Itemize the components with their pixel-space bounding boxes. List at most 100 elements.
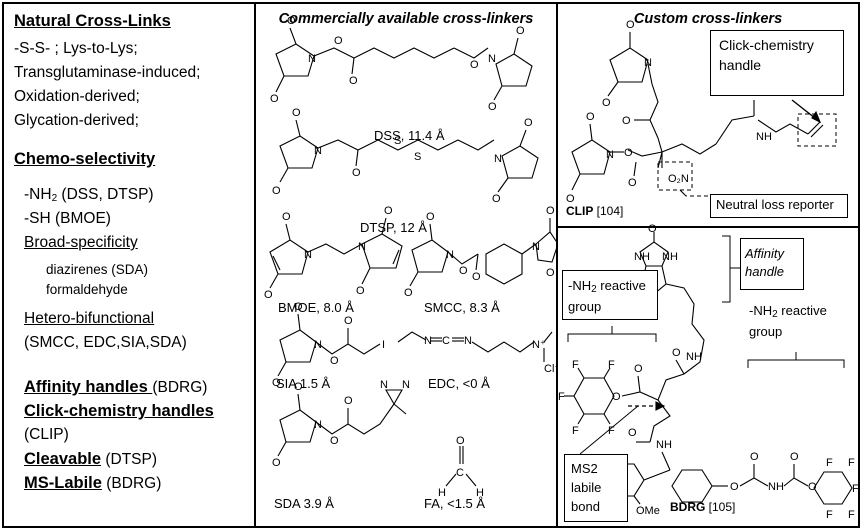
categories-panel: Natural Cross-Links -S-S- ; Lys-to-Lys; … [2, 2, 256, 528]
dss-label: DSS, 11.4 Å [374, 128, 445, 143]
atom-label: N [644, 57, 652, 69]
atom-label: F [572, 359, 579, 371]
nh2-line: -NH2 (DSS, DTSP) [24, 186, 154, 204]
atom-label: O [516, 25, 525, 37]
dtsp-structure: OO NO SS NO O [272, 107, 539, 205]
atom-label: F [848, 457, 855, 469]
atom-label: O [272, 377, 281, 389]
atom-label: OMe [636, 505, 660, 517]
atom-label: NH [768, 481, 784, 493]
atom-label: O [344, 315, 353, 327]
clip-name: CLIP [104] [566, 204, 624, 218]
atom-label: O [790, 451, 799, 463]
broad-item: diazirenes (SDA) [46, 262, 149, 277]
atom-label: O [634, 363, 643, 375]
atom-label: N [464, 335, 472, 347]
atom-label: O [264, 289, 273, 301]
atom-label: O [287, 15, 296, 27]
dtsp-label: DTSP, 12 Å [360, 220, 427, 235]
atom-label: S [394, 135, 401, 147]
atom-label: O [628, 427, 637, 439]
smcc-label: SMCC, 8.3 Å [424, 300, 500, 315]
atom-label: O [352, 167, 361, 179]
clip-structure: OO NO OO NO OO NH O₂N [566, 19, 837, 205]
natural-item: Oxidation-derived; [14, 88, 140, 105]
atom-label: N [314, 145, 322, 157]
nh2-reactive-box-right: -NH2 reactive group [744, 296, 846, 344]
natural-item: -S-S- ; Lys-to-Lys; [14, 40, 138, 57]
atom-label: O [492, 193, 501, 205]
atom-label: N [606, 149, 614, 161]
atom-label: F [558, 391, 565, 403]
atom-label: O [459, 265, 468, 277]
atom-label: F [848, 509, 855, 521]
atom-label: O [586, 111, 595, 123]
atom-label: O [330, 355, 339, 367]
sia-label: SIA 1.5 Å [276, 376, 331, 391]
atom-label: O₂N [668, 173, 689, 185]
sia-structure: OO NO OI [272, 301, 385, 389]
atom-label: N [308, 53, 316, 65]
atom-label: F [572, 425, 579, 437]
atom-label: O [272, 457, 281, 469]
atom-label: NH [686, 351, 702, 363]
atom-label: N [488, 53, 496, 65]
atom-label: O [356, 285, 365, 297]
atom-label: O [624, 147, 633, 159]
atom-label: O [626, 19, 635, 31]
cleavable-line: Cleavable (DTSP) [24, 450, 158, 468]
sh-line: -SH (BMOE) [24, 210, 111, 227]
atom-label: N [380, 379, 388, 391]
clip-panel: Custom cross-linkers OO NO OO NO OO NH O… [556, 2, 860, 228]
atom-label: O [546, 267, 555, 279]
atom-label: O [672, 347, 681, 359]
atom-label: H [438, 487, 446, 499]
atom-label: O [456, 435, 465, 447]
hetero-items: (SMCC, EDC,SIA,SDA) [24, 334, 187, 351]
affinity-line: Affinity handles (BDRG) [24, 378, 208, 396]
atom-label: NH [756, 131, 772, 143]
atom-label: O [349, 75, 358, 87]
atom-label: O [330, 435, 339, 447]
atom-label: O [334, 35, 343, 47]
atom-label: N [446, 249, 454, 261]
atom-label: N [304, 249, 312, 261]
atom-label: N [314, 419, 322, 431]
fa-label: FA, <1.5 Å [424, 496, 486, 511]
commercial-structures: OO NO OO NO O OO NO SS NO O [264, 15, 560, 499]
atom-label: N [358, 241, 366, 253]
atom-label: O [488, 101, 497, 113]
custom-title: Custom cross-linkers [633, 11, 783, 27]
atom-label: O [344, 395, 353, 407]
natural-title: Natural Cross-Links [14, 12, 171, 30]
atom-label: N [402, 379, 410, 391]
atom-label: O [272, 185, 281, 197]
atom-label: F [826, 509, 833, 521]
atom-label: O [292, 107, 301, 119]
atom-label: O [612, 391, 621, 403]
atom-label: N [314, 339, 322, 351]
atom-label: O [628, 177, 637, 189]
bmoe-label: BMOE, 8.0 Å [278, 300, 354, 315]
atom-label: O [602, 97, 611, 109]
broad-item: formaldehyde [46, 282, 128, 297]
atom-label: O [404, 287, 413, 299]
atom-label: O [472, 271, 481, 283]
atom-label: C [442, 335, 450, 347]
dss-structure: OO NO OO NO O [270, 15, 533, 113]
neutral-loss-box: Neutral loss reporter [710, 194, 848, 218]
bdrg-name: BDRG [105] [670, 500, 736, 514]
atom-label: O [470, 59, 479, 71]
atom-label: N [494, 153, 502, 165]
chemo-title: Chemo-selectivity [14, 150, 156, 168]
atom-label: O [384, 205, 393, 217]
